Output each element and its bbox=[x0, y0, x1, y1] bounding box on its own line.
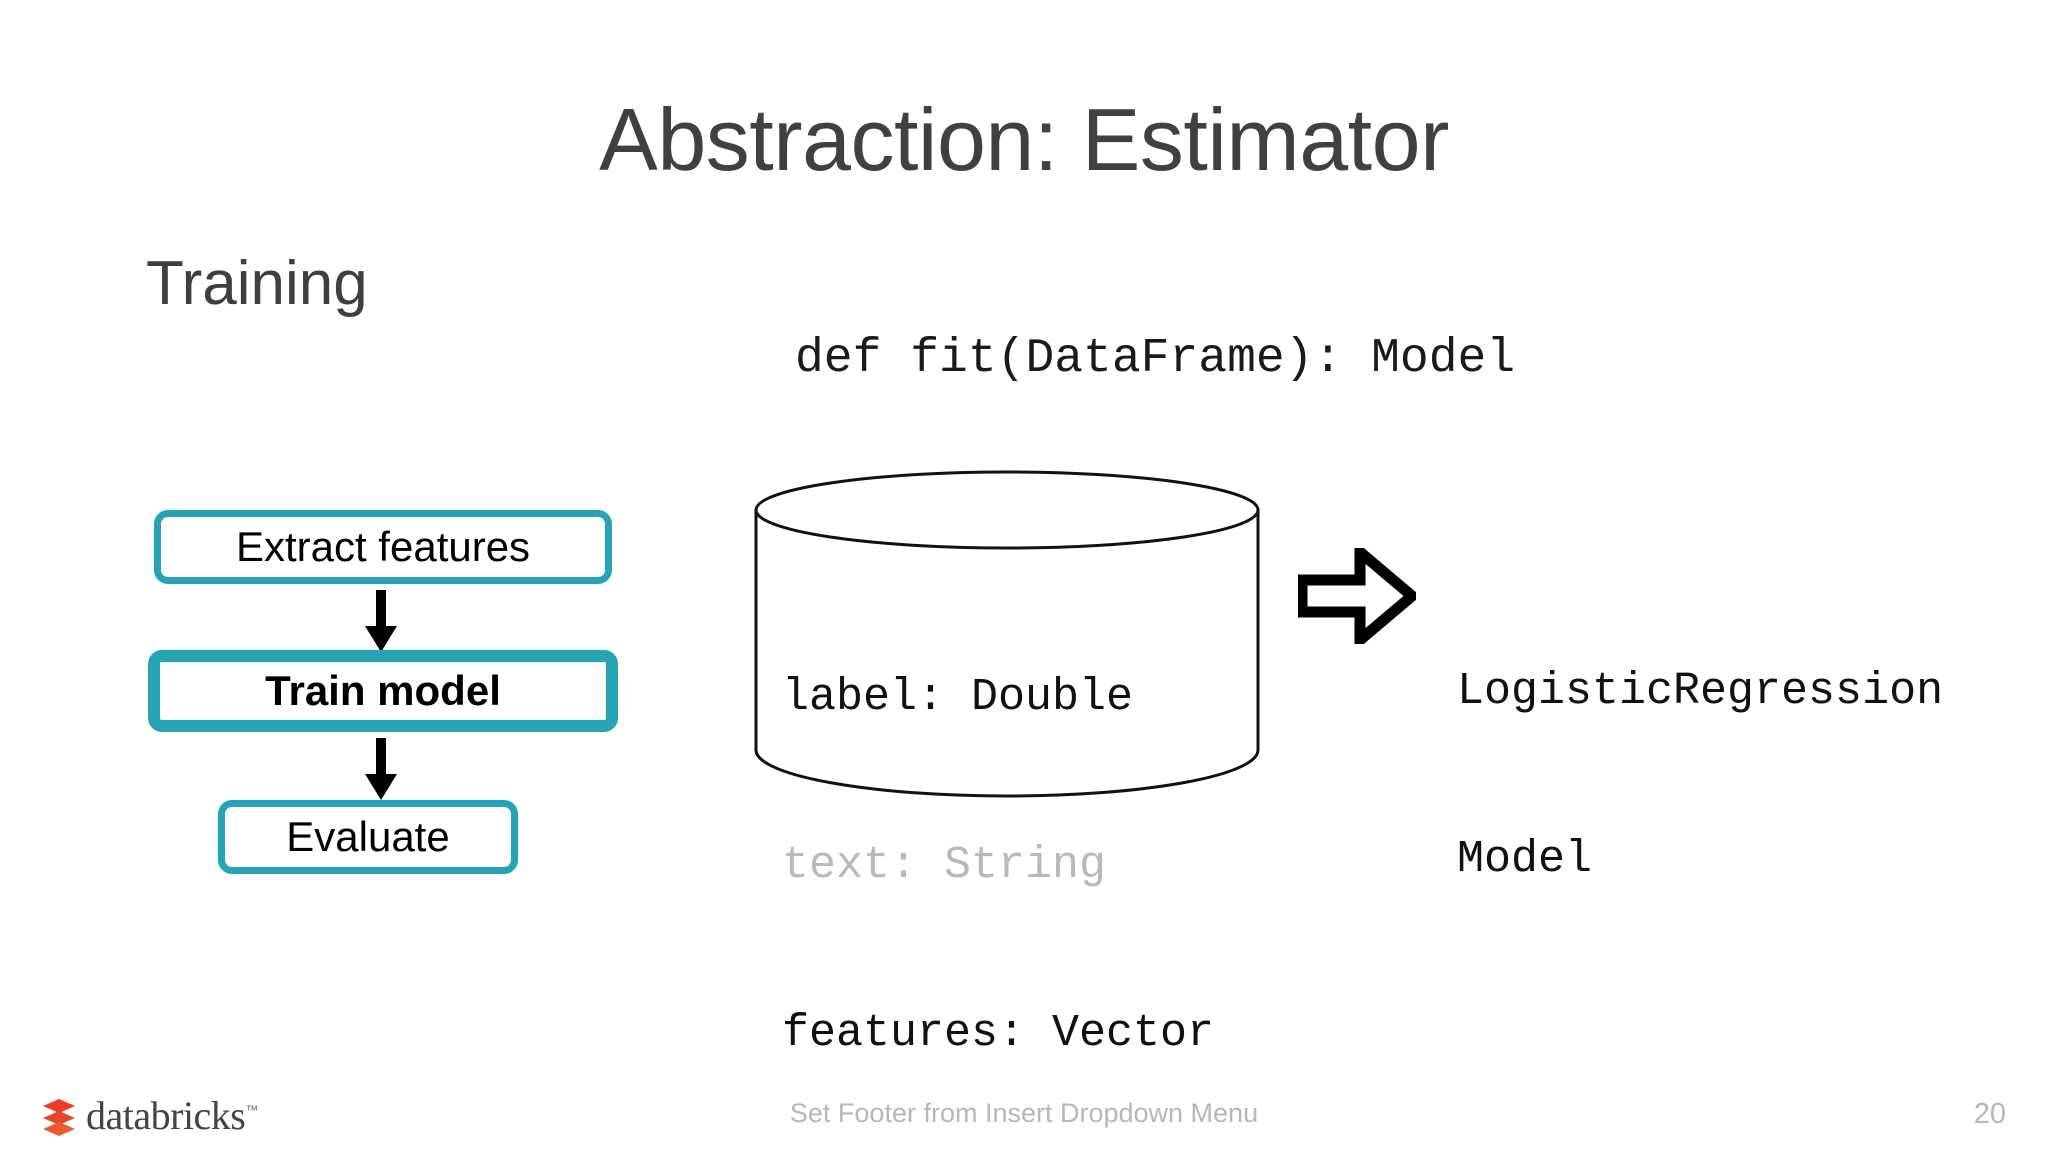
flow-step-label: Train model bbox=[265, 667, 501, 714]
code-signature: def fit(DataFrame): Model bbox=[795, 332, 1516, 386]
brand-logo: databricks™ bbox=[40, 1092, 258, 1139]
arrow-down-icon bbox=[365, 590, 397, 652]
databricks-bricks-icon bbox=[43, 1098, 75, 1136]
schema-line: label: Double bbox=[782, 672, 1134, 723]
flow-step-evaluate[interactable]: Evaluate bbox=[218, 800, 518, 874]
pipeline-flow: Extract features Train model Evaluate bbox=[148, 510, 648, 930]
page-number: 20 bbox=[1973, 1098, 2006, 1130]
block-arrow-right-icon bbox=[1298, 548, 1416, 644]
flow-step-extract-features[interactable]: Extract features bbox=[154, 510, 612, 584]
footer-text: Set Footer from Insert Dropdown Menu bbox=[789, 1098, 1259, 1128]
cylinder-shape-icon bbox=[754, 470, 1260, 798]
flow-step-train-model[interactable]: Train model bbox=[148, 650, 618, 732]
dataframe-schema: label: Double text: String features: Vec… bbox=[782, 558, 1252, 1152]
page-title: Abstraction: Estimator bbox=[599, 90, 1449, 189]
arrow-down-icon bbox=[365, 738, 397, 800]
estimator-output-label: LogisticRegression Model bbox=[1457, 552, 1943, 1000]
output-line: LogisticRegression bbox=[1457, 666, 1944, 717]
brand-wordmark: databricks™ bbox=[86, 1092, 258, 1139]
output-line: Model bbox=[1457, 834, 1593, 885]
flow-step-label: Evaluate bbox=[286, 813, 450, 860]
schema-line: features: Vector bbox=[782, 1008, 1215, 1059]
dataframe-cylinder: label: Double text: String features: Vec… bbox=[752, 470, 1262, 1059]
section-label: Training bbox=[146, 249, 368, 318]
flow-step-label: Extract features bbox=[235, 523, 531, 570]
trademark-symbol: ™ bbox=[245, 1102, 258, 1118]
brand-wordmark-text: databricks bbox=[86, 1093, 246, 1138]
schema-line: text: String bbox=[782, 840, 1107, 891]
